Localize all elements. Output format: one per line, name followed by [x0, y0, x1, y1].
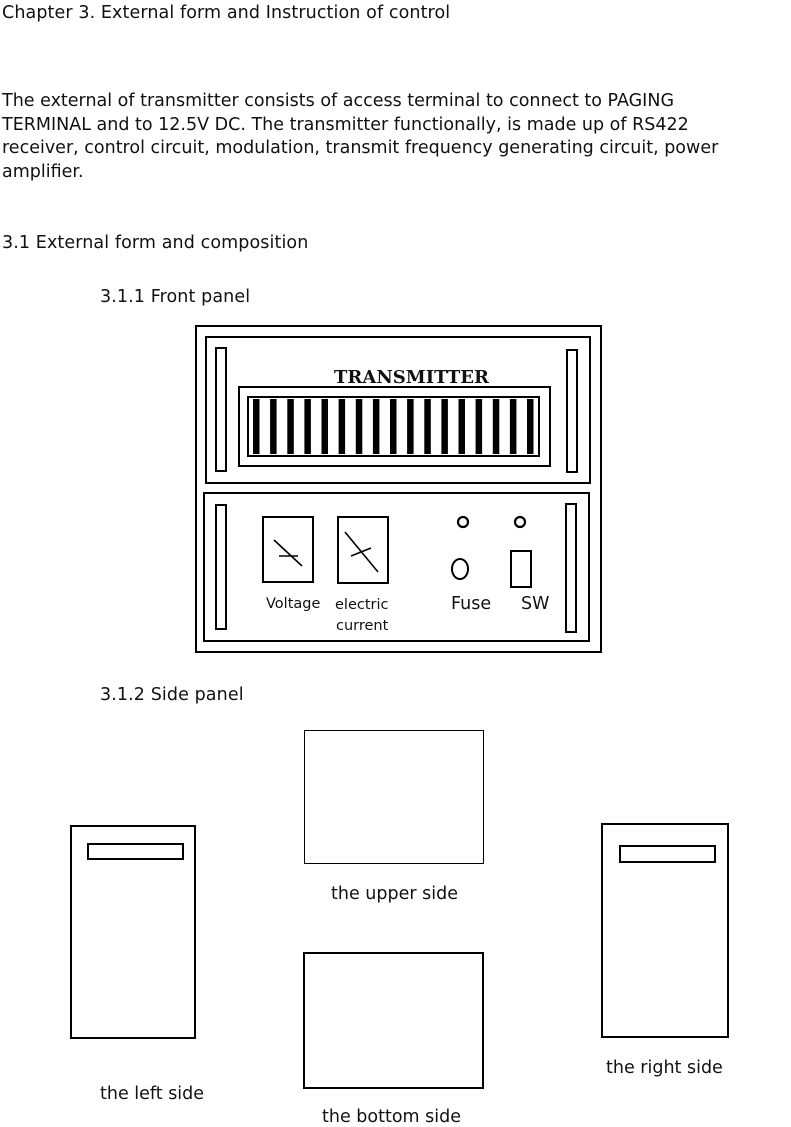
display-bars — [253, 399, 534, 454]
right-side-slot — [619, 845, 716, 863]
display-bar — [492, 399, 500, 454]
display-bar — [527, 399, 534, 454]
display-title: TRANSMITTER — [334, 367, 489, 388]
left-side-box — [70, 825, 196, 1039]
display-bar — [475, 399, 483, 454]
label-fuse: Fuse — [451, 594, 492, 614]
indicator-lamp-right — [513, 515, 527, 529]
voltage-needle — [273, 539, 303, 567]
label-current: current — [336, 618, 389, 634]
display-bar — [304, 399, 311, 454]
display-bar — [458, 399, 465, 454]
intro-line: receiver, control circuit, modulation, t… — [2, 138, 719, 158]
front-panel-bottom-right-handle — [565, 503, 577, 633]
current-needle-tick — [350, 547, 372, 557]
upper-side-label: the upper side — [331, 884, 458, 904]
bottom-side-label: the bottom side — [322, 1107, 461, 1127]
display-bar — [355, 399, 363, 454]
label-voltage: Voltage — [266, 596, 321, 612]
display-bar — [509, 399, 517, 454]
intro-line: The external of transmitter consists of … — [2, 91, 674, 111]
front-panel-top-left-handle — [215, 347, 227, 472]
intro-line: TERMINAL and to 12.5V DC. The transmitte… — [2, 114, 689, 135]
label-electric: electric — [335, 597, 389, 613]
display-bar — [321, 399, 328, 454]
display-bar — [441, 399, 448, 454]
right-side-label: the right side — [606, 1058, 723, 1078]
display-bar — [390, 399, 397, 454]
section-heading: 3.1 External form and composition — [2, 233, 309, 253]
front-panel-top-right-handle — [566, 349, 578, 473]
left-side-label: the left side — [100, 1084, 205, 1104]
subsection-front-panel: 3.1.1 Front panel — [100, 287, 251, 307]
display-bar — [253, 399, 260, 454]
bottom-side-box — [303, 952, 484, 1089]
display-bar — [270, 399, 277, 454]
display-bar — [424, 399, 431, 454]
upper-side-box — [304, 730, 484, 864]
current-meter — [337, 516, 389, 584]
indicator-lamp-left — [456, 515, 470, 529]
fuse-holder — [451, 558, 469, 580]
power-switch — [510, 550, 532, 588]
left-side-slot — [87, 843, 184, 860]
intro-paragraph: The external of transmitter consists of … — [2, 90, 791, 184]
label-sw: SW — [521, 594, 550, 614]
subsection-side-panel: 3.1.2 Side panel — [100, 685, 244, 705]
display-bar — [338, 399, 346, 454]
display-bar — [372, 399, 380, 454]
intro-line: amplifier. — [2, 161, 84, 182]
chapter-title: Chapter 3. External form and Instruction… — [2, 3, 451, 23]
display-bar — [287, 399, 294, 454]
voltage-meter — [262, 516, 314, 583]
front-panel-bottom-left-handle — [215, 504, 227, 630]
display-bar — [407, 399, 414, 454]
